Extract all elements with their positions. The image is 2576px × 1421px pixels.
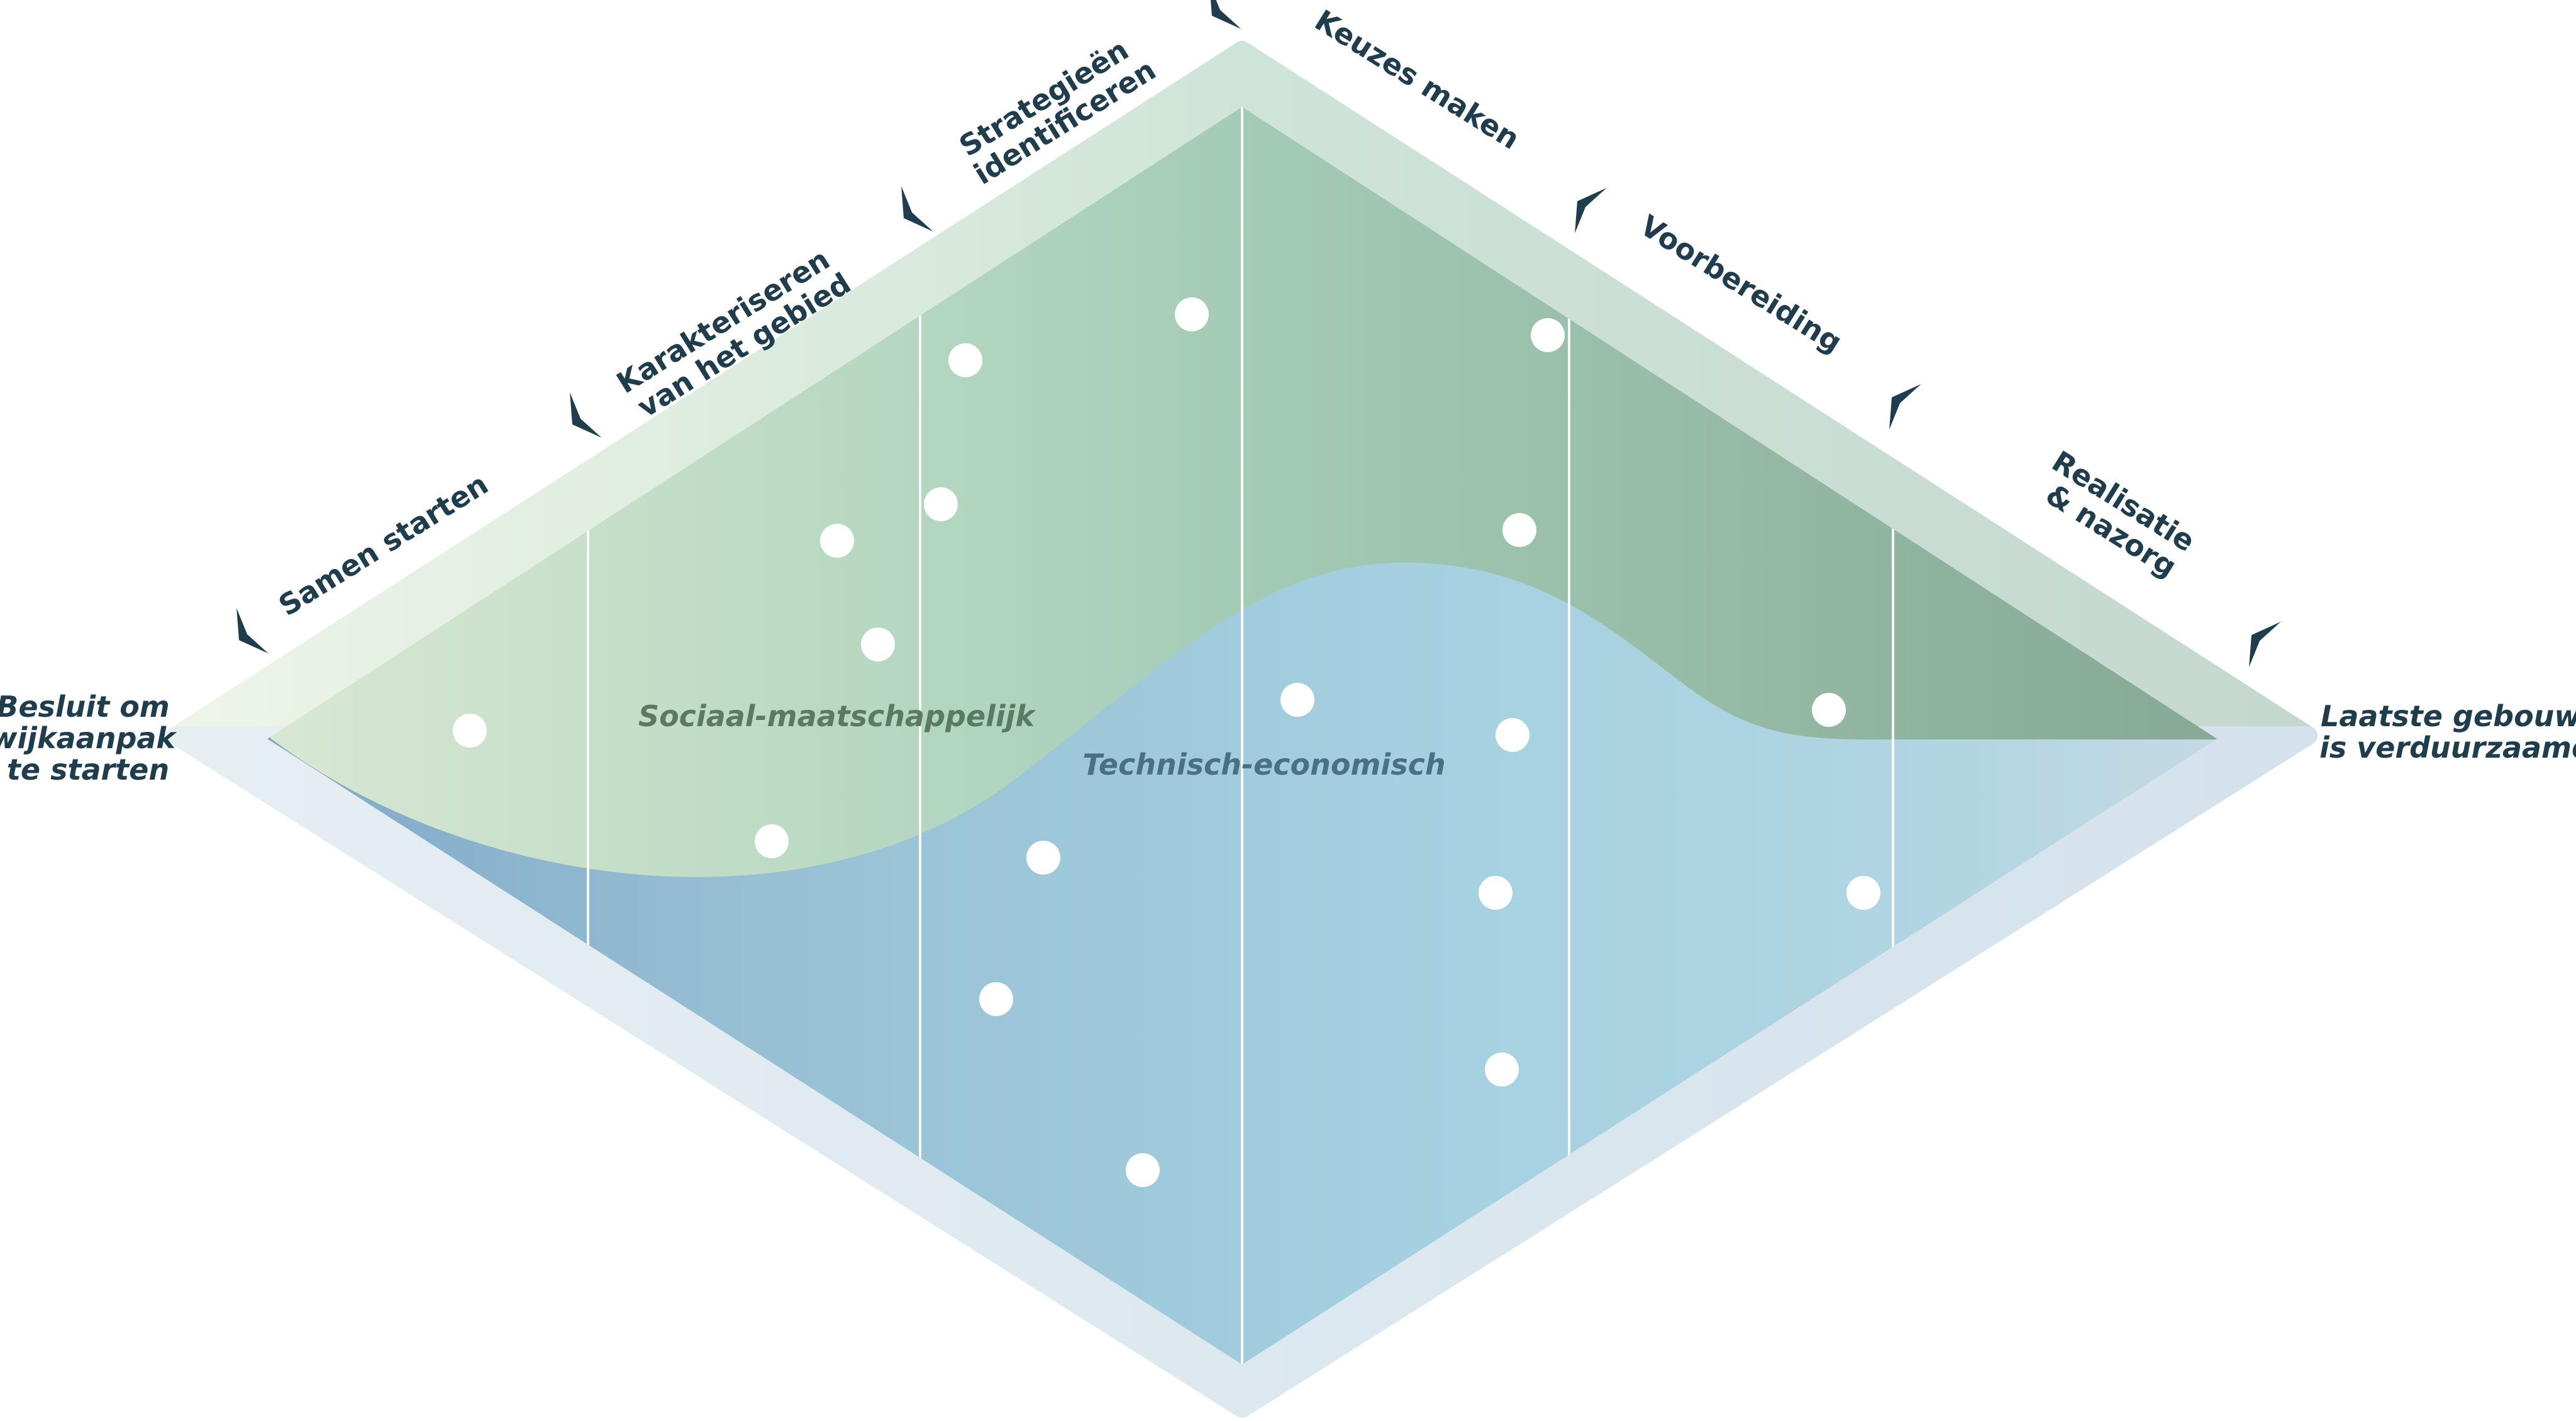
step-dot xyxy=(1479,876,1513,910)
arrow-icon xyxy=(1575,187,1607,233)
step-dot xyxy=(1175,297,1209,331)
phase-arrows xyxy=(236,0,2281,667)
arrow-icon xyxy=(236,608,269,654)
step-dot xyxy=(1812,693,1846,727)
social-area-label: Sociaal-maatschappelijk xyxy=(638,699,1036,733)
step-dot xyxy=(1496,718,1530,752)
arrow-icon xyxy=(570,392,602,438)
step-dot xyxy=(1846,876,1880,910)
step-dot xyxy=(1026,841,1060,875)
step-dot xyxy=(820,524,854,558)
step-dot xyxy=(979,982,1013,1016)
step-dot xyxy=(1280,683,1314,717)
step-dot xyxy=(1531,318,1565,352)
step-dot xyxy=(1126,1153,1160,1187)
step-dot xyxy=(1502,513,1536,547)
step-dot xyxy=(948,343,982,377)
step-dots xyxy=(453,297,1880,1187)
arrow-icon xyxy=(1209,0,1241,30)
step-dot xyxy=(861,628,895,661)
step-dot xyxy=(924,487,958,521)
phase-dividers xyxy=(587,107,1894,1364)
start-label: Besluit om wijkaanpak te starten xyxy=(0,690,186,787)
step-dot xyxy=(1485,1053,1519,1086)
step-dot xyxy=(453,714,487,748)
arrow-icon xyxy=(1889,384,1921,429)
end-label: Laatste gebouw is verduurzaamd xyxy=(2319,699,2576,765)
step-dot xyxy=(755,824,789,858)
technical-area-label: Technisch-economisch xyxy=(1082,748,1445,782)
arrow-icon xyxy=(2249,621,2281,667)
arrow-icon xyxy=(901,186,933,232)
